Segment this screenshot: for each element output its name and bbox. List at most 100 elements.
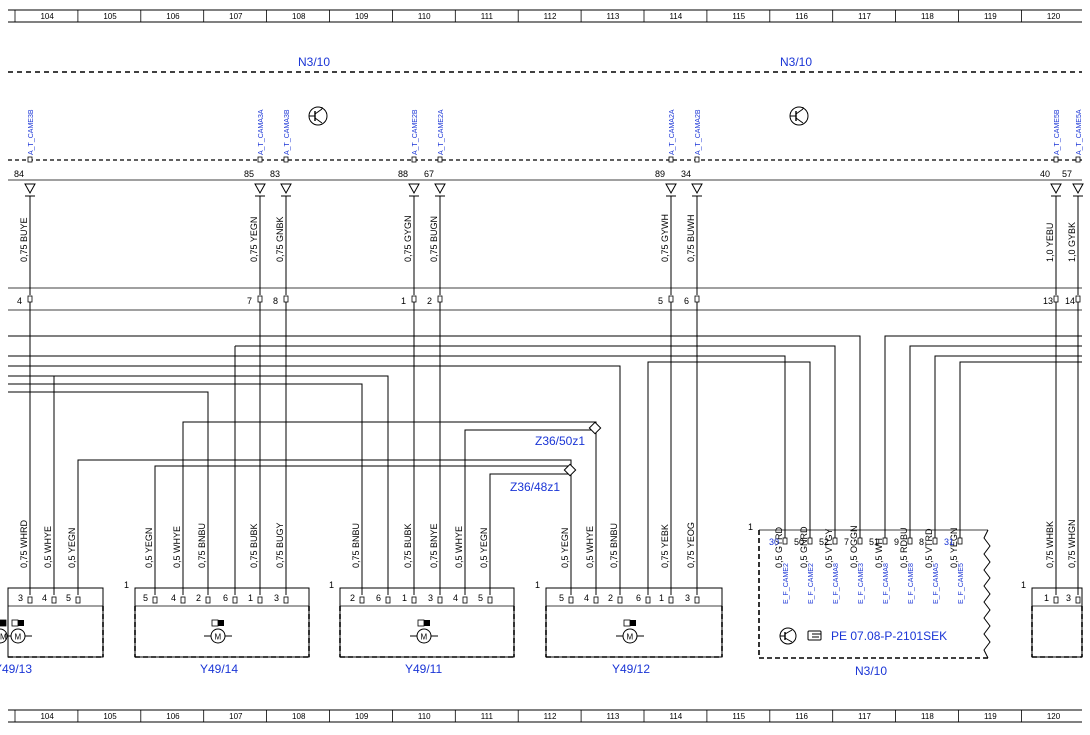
pin-number: 4 [42, 593, 47, 603]
connector-index: 1 [1021, 580, 1026, 590]
wire-color-label: 0,5 WHYE [43, 526, 53, 568]
pin-number: 6 [223, 593, 228, 603]
wire-color-label: 0,75 WHRD [19, 519, 29, 568]
routing-wires [8, 335, 1082, 595]
wire-color-label: 0,75 BUBK [249, 523, 259, 568]
pin-number: 30 [769, 537, 779, 547]
output-arrow [254, 183, 266, 195]
connector-pin-number: 14 [1065, 296, 1075, 306]
wire-color-label: 0,5 VTGY [824, 528, 834, 568]
ruler-number: 111 [481, 712, 494, 721]
pin-number: 3 [274, 593, 279, 603]
pin-marker [437, 156, 443, 163]
motor-icon: M [616, 619, 644, 644]
pin-number: 5 [559, 593, 564, 603]
connector-pin [257, 295, 263, 303]
ecu-signal-name: E_F_CAME3 [858, 563, 865, 604]
transistor-icon [779, 627, 797, 645]
wire-color-label: 0,5 VTRD [924, 528, 934, 568]
module-label-left: N3/10 [298, 55, 330, 69]
wire-color-label: 0,5 YEGN [560, 528, 570, 568]
pin-number: 4 [453, 593, 458, 603]
pin-number: 3 [18, 593, 23, 603]
pin-number: 88 [398, 169, 408, 179]
pin-number: 1 [248, 593, 253, 603]
actuator-label: Y49/13 [0, 662, 32, 676]
signal-name: A_T_CAME5A [1076, 109, 1083, 155]
connector-index: 1 [329, 580, 334, 590]
svg-text:M: M [0, 633, 7, 642]
connector-index: 1 [535, 580, 540, 590]
ecu-label: N3/10 [855, 664, 887, 678]
ruler-number: 111 [481, 12, 494, 21]
pin-number: 40 [1040, 169, 1050, 179]
connector-pin [437, 295, 443, 303]
pin-number: 1 [1044, 593, 1049, 603]
ruler-number: 115 [732, 712, 745, 721]
pin-number: 85 [244, 169, 254, 179]
pin-number: 1 [402, 593, 407, 603]
ruler-number: 106 [166, 712, 180, 721]
ecu-signal-name: E_F_CAMA5 [933, 563, 940, 604]
bottom-ruler [8, 709, 1082, 723]
wire-color-label: 0,75 BUYE [19, 217, 29, 262]
pin-number: 5 [66, 593, 71, 603]
pin-number: 83 [270, 169, 280, 179]
ruler-number: 119 [984, 12, 997, 21]
pin-number: 2 [350, 593, 355, 603]
pin-marker [1053, 156, 1059, 163]
actuator-label: Y49/12 [612, 662, 650, 676]
svg-text:M: M [421, 633, 428, 642]
reference-link[interactable]: PE 07.08-P-2101SEK [831, 629, 947, 643]
ruler-number: 115 [732, 12, 745, 21]
wire-color-label: 0,75 WHBK [1045, 521, 1055, 568]
wire-color-label: 0,5 GYRD [774, 526, 784, 568]
motor-icon: M [4, 619, 32, 644]
pin-marker [1075, 156, 1081, 163]
wire-color-label: 0,5 YEGN [67, 528, 77, 568]
pin-number: 4 [171, 593, 176, 603]
wire-color-label: 0,5 GNRD [799, 526, 809, 568]
pin-marker [257, 156, 263, 163]
pin-marker [283, 156, 289, 163]
signal-name: A_T_CAME2B [412, 109, 419, 155]
wire-color-label: 0,75 BUBK [403, 523, 413, 568]
ecu-signal-name: E_F_CAMA8 [883, 563, 890, 604]
ecu-signal-name: E_F_CAME8 [908, 563, 915, 604]
signal-name: A_T_CAMA3B [284, 109, 291, 155]
svg-text:Z36/48z1: Z36/48z1 [510, 480, 560, 494]
wire-color-label: 0,75 BNYE [429, 523, 439, 568]
pin-number: 2 [196, 593, 201, 603]
ecu-signal-name: E_F_CAME5 [958, 563, 965, 604]
pin-number: 5 [143, 593, 148, 603]
pin-number: 6 [376, 593, 381, 603]
connector-pin [668, 295, 674, 303]
pin-number: 8 [919, 537, 924, 547]
pin-number: 52 [819, 537, 829, 547]
wire-color-label: 0,5 WHYE [172, 526, 182, 568]
signal-name: A_T_CAME5B [1054, 109, 1061, 155]
ruler-number: 112 [544, 12, 557, 21]
svg-text:M: M [215, 633, 222, 642]
connector-pin [283, 295, 289, 303]
top-ruler [8, 9, 1082, 23]
ruler-number: 107 [229, 712, 243, 721]
transistor-icon [308, 106, 328, 126]
wire-color-label: 0,75 YEOG [686, 522, 696, 568]
output-arrow [1072, 183, 1084, 195]
output-arrow [665, 183, 677, 195]
connector-index: 1 [748, 522, 753, 532]
ruler-number: 116 [795, 712, 808, 721]
pin-number: 34 [681, 169, 691, 179]
actuator-label: Y49/11 [405, 662, 442, 676]
wire-color-label: 0,5 WH [874, 538, 884, 568]
connector-pin [411, 295, 417, 303]
